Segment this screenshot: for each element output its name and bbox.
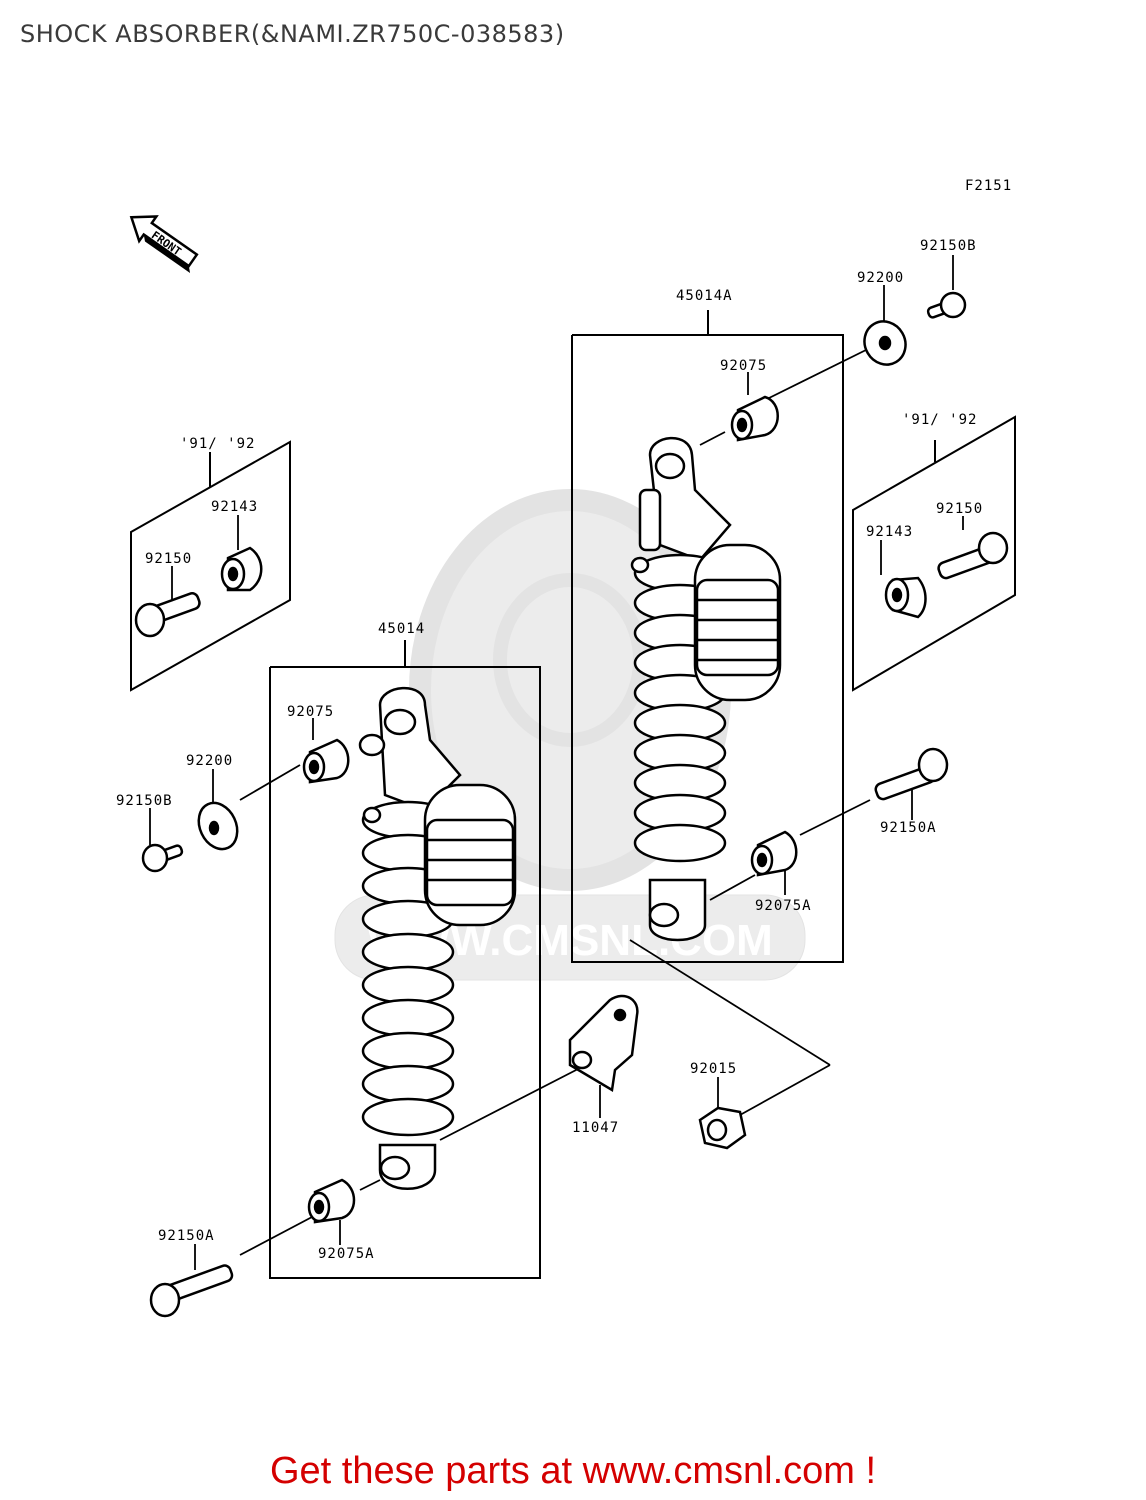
label-92143-left: 92143: [211, 499, 258, 515]
label-9192-left: '91/ '92: [180, 436, 255, 452]
bracket-11047: [568, 994, 639, 1093]
label-92150a-right: 92150A: [880, 820, 937, 836]
label-92075a-left: 92075A: [318, 1246, 375, 1262]
label-45014: 45014: [378, 621, 425, 637]
front-arrow-icon: FRONT: [129, 215, 199, 274]
bolt-92150a-left: [149, 1264, 234, 1318]
label-92150-left: 92150: [145, 551, 192, 567]
label-92150b-left: 92150B: [116, 793, 173, 809]
label-92200-right: 92200: [857, 270, 904, 286]
bushing-92075-left: [302, 738, 350, 784]
bolt-92150b-right: [926, 291, 967, 319]
collar-92143-right: [884, 576, 927, 619]
page-title: SHOCK ABSORBER(&NAMI.ZR750C-038583): [20, 20, 565, 48]
bushing-92075-right: [730, 395, 779, 442]
label-92075a-right: 92075A: [755, 898, 812, 914]
label-9192-right: '91/ '92: [902, 412, 977, 428]
nut-92015: [698, 1106, 747, 1150]
collar-92143-left: [220, 546, 263, 592]
bolt-92150b-left: [141, 843, 184, 873]
label-92075-right: 92075: [720, 358, 767, 374]
label-92200-left: 92200: [186, 753, 233, 769]
bolt-92150a-right: [874, 747, 949, 801]
shock-absorber-left: [358, 686, 517, 1190]
bushing-92075a-left: [307, 1178, 356, 1224]
shock-absorber-right: [630, 436, 782, 942]
label-92150a-left: 92150A: [158, 1228, 215, 1244]
label-11047: 11047: [572, 1120, 619, 1136]
label-45014a: 45014A: [676, 288, 733, 304]
bolt-92150-right: [937, 531, 1009, 580]
washer-92200-right: [863, 320, 907, 366]
figure-code: F2151: [965, 178, 1012, 194]
label-92075-left: 92075: [287, 704, 334, 720]
label-92015: 92015: [690, 1061, 737, 1077]
washer-92200-left: [197, 801, 239, 851]
label-92143-right: 92143: [866, 524, 913, 540]
bolt-92150-left: [134, 592, 201, 638]
bushing-92075a-right: [750, 830, 798, 877]
label-92150-right: 92150: [936, 501, 983, 517]
label-92150b-right: 92150B: [920, 238, 977, 254]
cmsnl-footer-link[interactable]: Get these parts at www.cmsnl.com !: [269, 1450, 877, 1492]
